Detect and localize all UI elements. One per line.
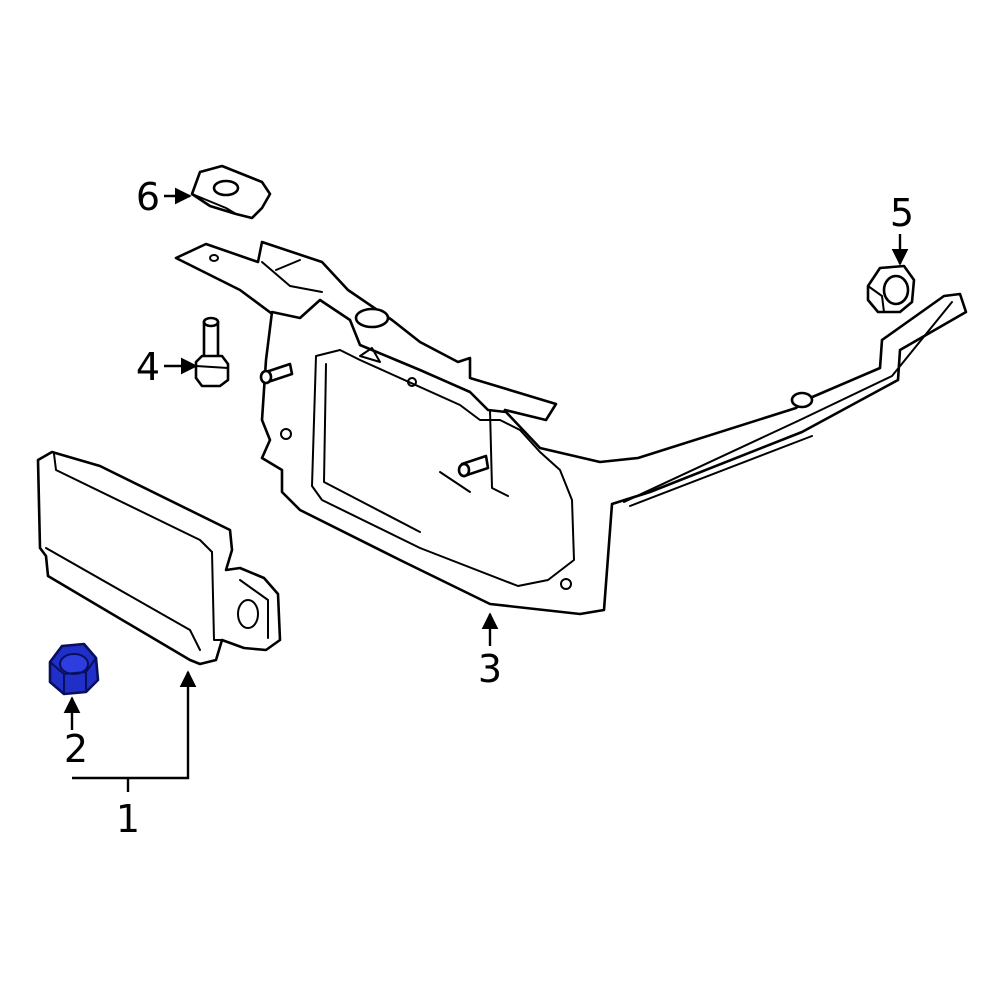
leader-line-1 <box>72 670 197 780</box>
callout-2: 2 <box>64 727 88 771</box>
bolt-part-4[interactable] <box>194 316 230 388</box>
support-bracket-part-3[interactable] <box>174 240 968 616</box>
sensor-module-part-1[interactable] <box>36 450 282 666</box>
nut-part-5[interactable] <box>866 264 916 314</box>
callout-3: 3 <box>478 647 502 691</box>
callout-1: 1 <box>116 797 140 841</box>
callout-6: 6 <box>136 175 160 219</box>
nut-part-2[interactable] <box>48 642 100 696</box>
clip-part-6[interactable] <box>190 164 272 220</box>
callout-4: 4 <box>136 345 160 389</box>
callout-5: 5 <box>890 191 914 235</box>
